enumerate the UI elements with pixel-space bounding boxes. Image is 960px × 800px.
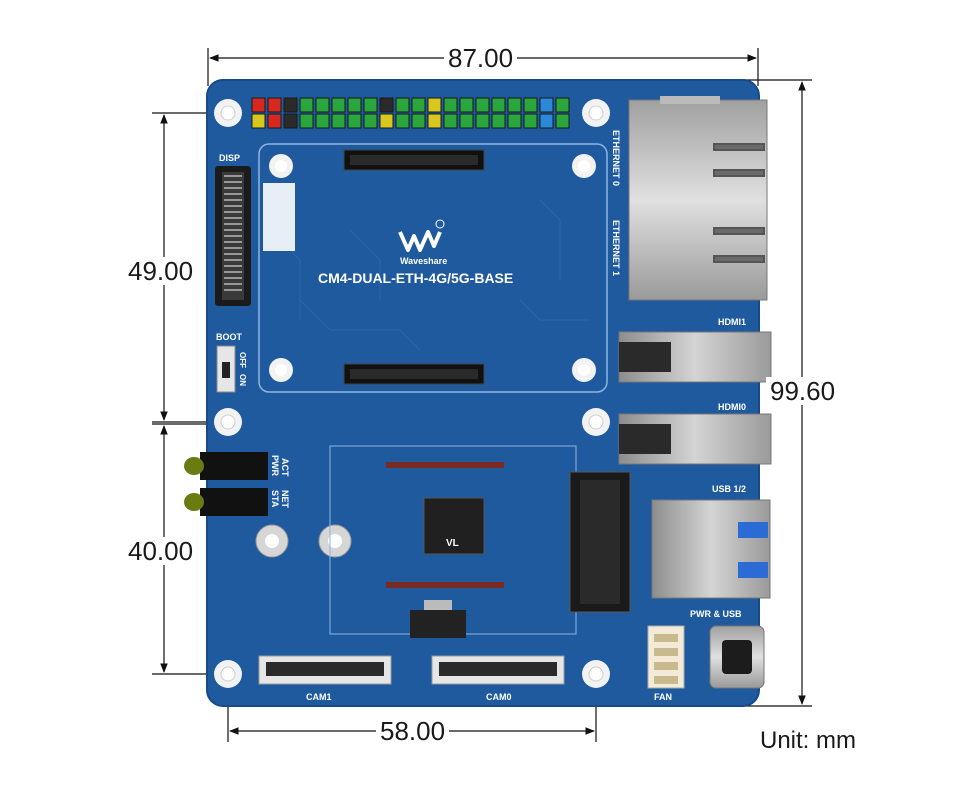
chip-marking: VL: [446, 538, 459, 549]
pwr-usb-label: PWR & USB: [690, 609, 742, 619]
boot-label: BOOT: [216, 332, 243, 342]
gpio-pin: [315, 113, 330, 129]
gpio-pin: [363, 113, 378, 129]
usb-port: [651, 499, 771, 599]
gpio-pin: [347, 97, 362, 113]
gpio-pin: [539, 97, 554, 113]
unit-label: Unit: mm: [760, 727, 856, 754]
hdmi0-port: [618, 413, 772, 465]
gpio-pin: [363, 97, 378, 113]
on-label: ON: [238, 374, 247, 386]
gpio-pin: [443, 97, 458, 113]
gpio-pin: [395, 97, 410, 113]
dimension-width-bottom: 58.00: [376, 717, 450, 745]
main-chip: [423, 497, 485, 555]
gpio-pin: [475, 97, 490, 113]
usb-label: USB 1/2: [712, 484, 746, 494]
dimension-height-upper: 49.00: [124, 257, 198, 285]
gpio-pin: [283, 97, 298, 113]
pwr-label: PWR: [270, 455, 280, 476]
gpio-pin: [427, 97, 442, 113]
gpio-pin: [411, 113, 426, 129]
gpio-pin: [267, 97, 282, 113]
disp-label: DISP: [219, 153, 240, 163]
gpio-pin: [379, 113, 394, 129]
gpio-pin: [491, 113, 506, 129]
ethernet0-label: ETHERNET 0: [611, 130, 621, 186]
gpio-pin: [443, 113, 458, 129]
gpio-pin: [555, 113, 570, 129]
mounting-holes: [214, 99, 610, 688]
gpio-pin: [523, 97, 538, 113]
gpio-pin: [411, 97, 426, 113]
dimension-width-top: 87.00: [444, 44, 518, 72]
waveshare-logo: [398, 219, 445, 252]
board-model: CM4-DUAL-ETH-4G/5G-BASE: [318, 270, 513, 286]
gpio-pin: [331, 113, 346, 129]
cam0-label: CAM0: [486, 692, 512, 702]
gpio-pin: [459, 113, 474, 129]
brand-text: Waveshare: [400, 256, 447, 266]
gpio-pin: [299, 97, 314, 113]
sta-label: STA: [270, 490, 280, 508]
leds: [184, 452, 268, 516]
fan-label: FAN: [654, 692, 672, 702]
gpio-pin: [427, 113, 442, 129]
dimension-height-total: 99.60: [766, 377, 840, 405]
gpio-pin: [379, 97, 394, 113]
gpio-pin: [267, 113, 282, 129]
cam1-label: CAM1: [306, 692, 332, 702]
gpio-pin: [459, 97, 474, 113]
hdmi1-label: HDMI1: [718, 317, 746, 327]
gpio-pin: [539, 113, 554, 129]
gpio-header: [251, 97, 570, 129]
cm4-footprint: [258, 143, 608, 393]
gpio-pin: [507, 113, 522, 129]
gpio-pin: [395, 113, 410, 129]
gpio-pin: [475, 113, 490, 129]
cm4-label-pad: [263, 183, 295, 251]
gpio-pin: [299, 113, 314, 129]
gpio-pin: [251, 113, 266, 129]
gpio-pin: [331, 97, 346, 113]
ethernet1-label: ETHERNET 1: [611, 220, 621, 276]
gpio-pin: [347, 113, 362, 129]
gpio-pin: [555, 97, 570, 113]
ethernet-jack: [628, 99, 768, 301]
gpio-pin: [251, 97, 266, 113]
net-label: NET: [280, 490, 290, 509]
gpio-pin: [283, 113, 298, 129]
dimension-height-lower: 40.00: [124, 537, 198, 565]
voltage-regulator: [410, 610, 466, 638]
off-label: OFF: [238, 352, 247, 368]
gpio-pin: [491, 97, 506, 113]
hdmi0-label: HDMI0: [718, 402, 746, 412]
gpio-pin: [523, 113, 538, 129]
gpio-pin: [507, 97, 522, 113]
act-label: ACT: [280, 458, 290, 477]
gpio-pin: [315, 97, 330, 113]
